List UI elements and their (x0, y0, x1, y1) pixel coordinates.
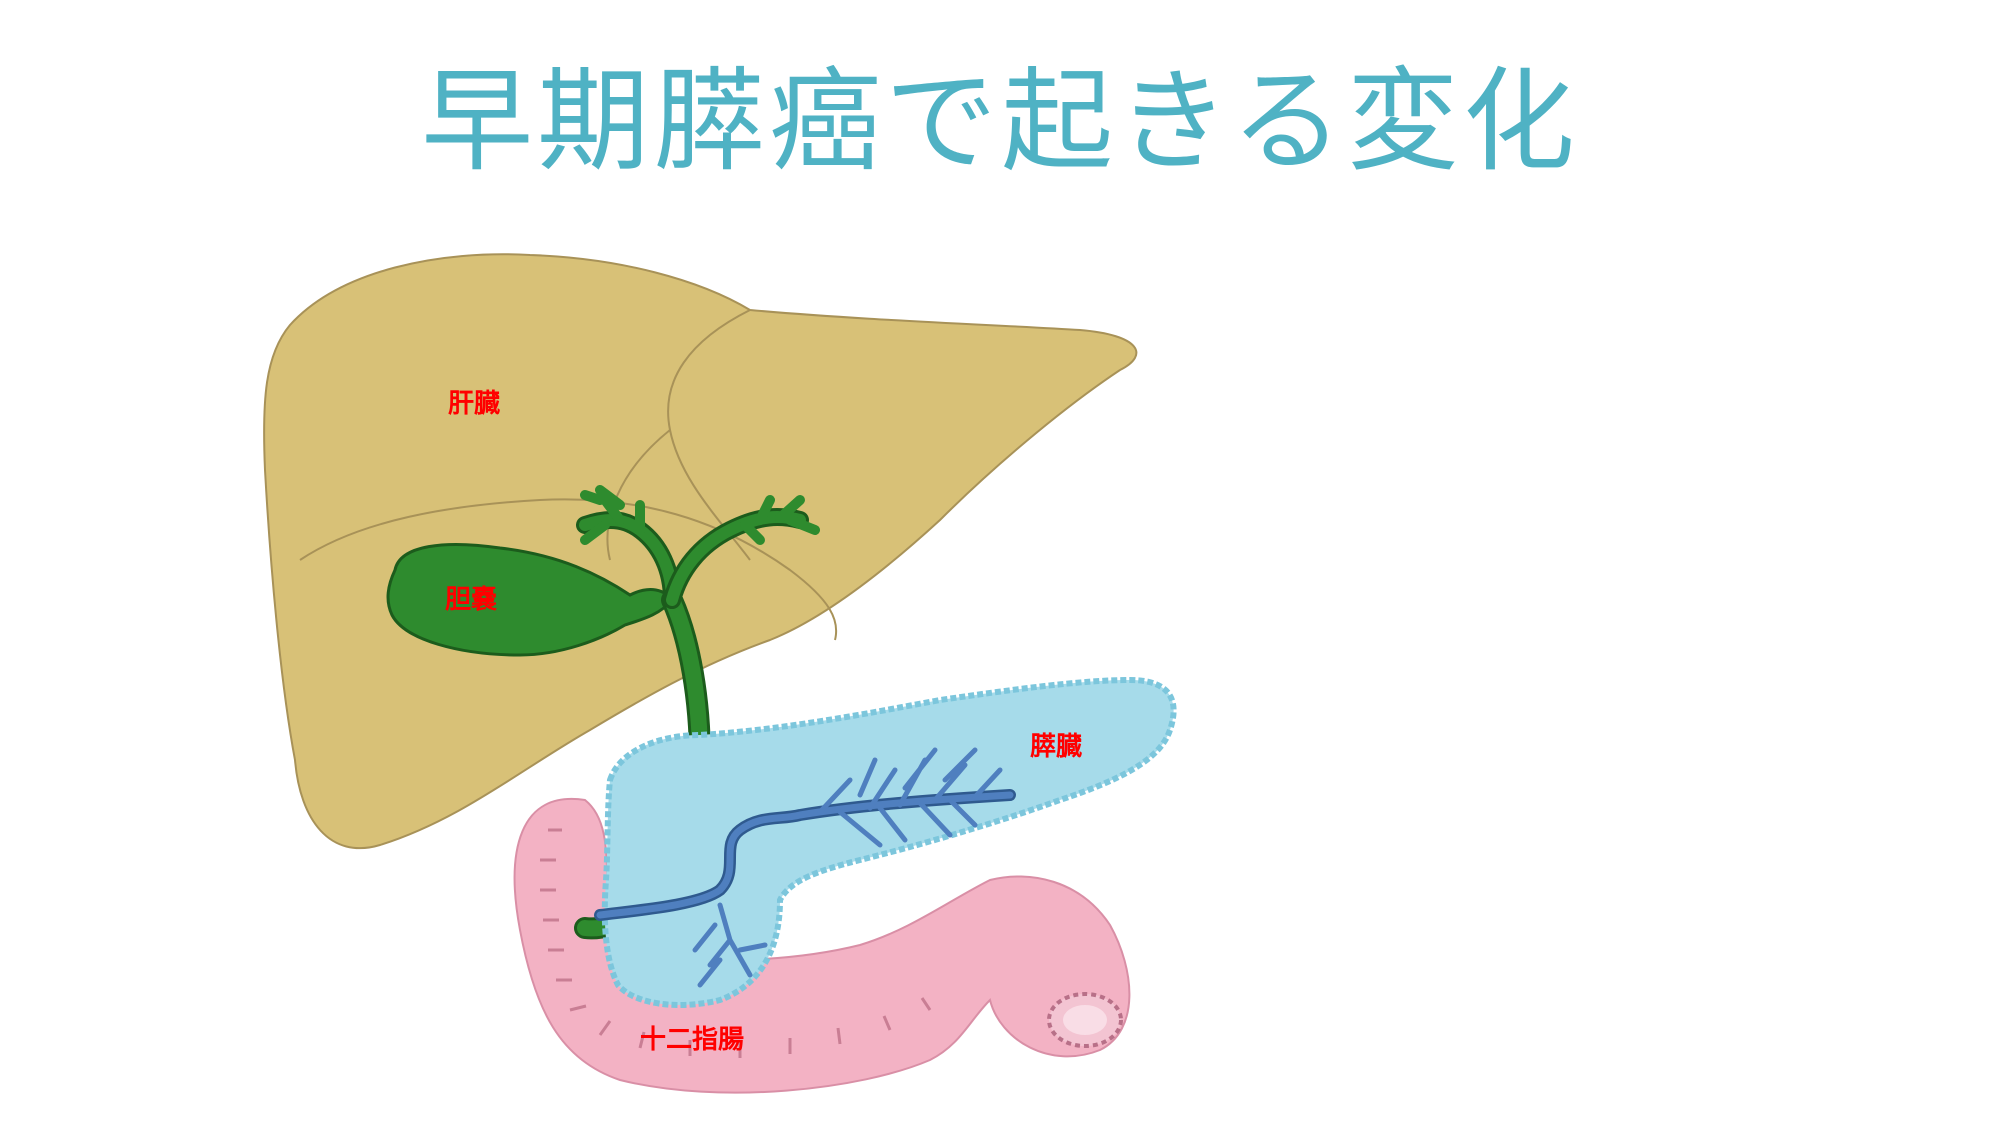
pancreatic-duct-branches-head (692, 902, 768, 988)
duodenum-lumen (1063, 1005, 1107, 1035)
liver-label: 肝臓 (448, 389, 500, 419)
liver-lobe-line-2 (299, 498, 838, 641)
duodenum-label: 十二指腸 (640, 1025, 744, 1055)
hepatic-branches-right (740, 495, 820, 545)
duodenum-folds (540, 828, 932, 1058)
gallbladder-label: 胆嚢 (445, 585, 497, 615)
pancreas-label: 膵臓 (1030, 732, 1082, 762)
pancreatic-duct-main-fill (596, 791, 1014, 919)
slide-title: 早期膵癌で起きる変化 (421, 57, 1579, 187)
pancreatic-duct-branches-body (817, 747, 1003, 848)
pancreas (594, 676, 1177, 1008)
liver-lobe-line-3 (606, 429, 671, 561)
pancreas-shape (601, 676, 1177, 1008)
hepatic-branches-left (580, 485, 645, 545)
gallbladder-shape (386, 543, 674, 657)
